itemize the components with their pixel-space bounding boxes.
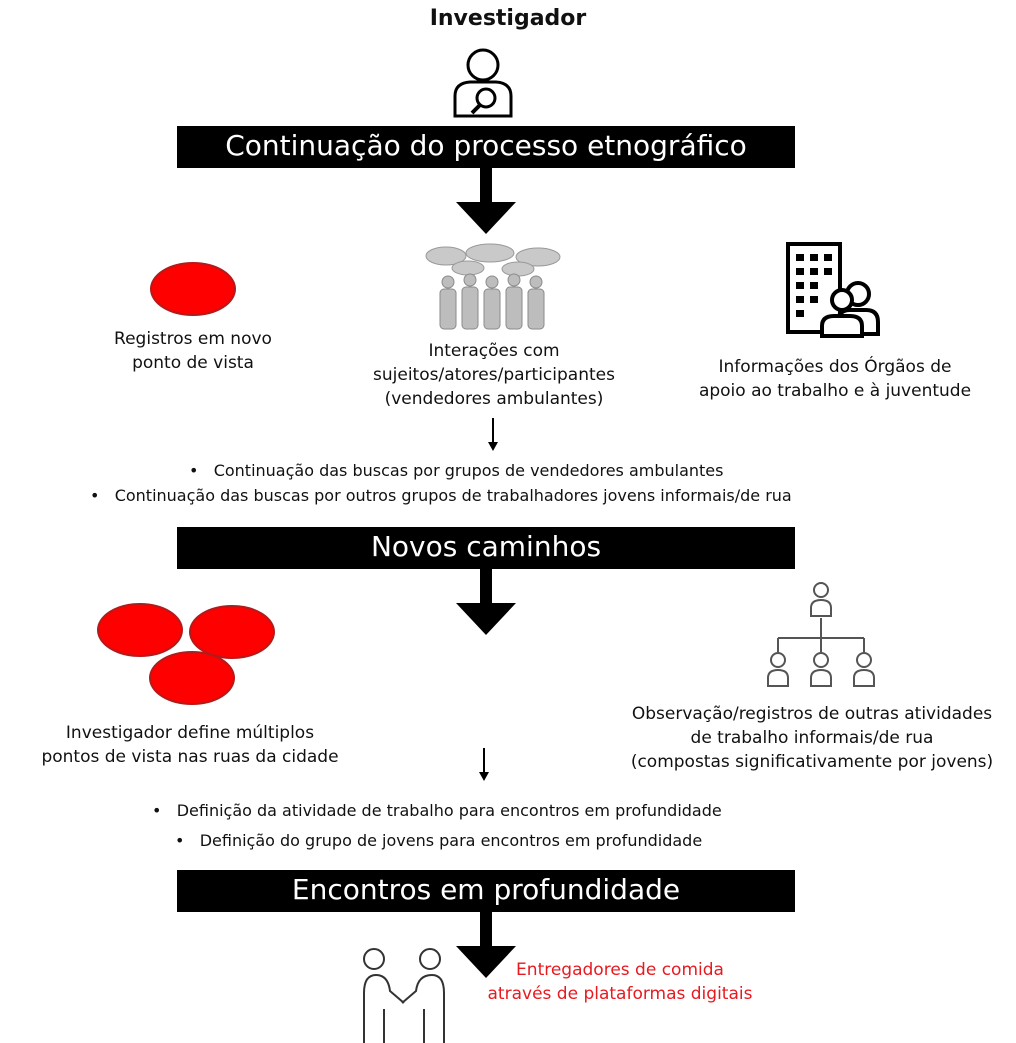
caption-line: sujeitos/atores/participantes — [373, 365, 615, 385]
bullet-item: • Definição da atividade de trabalho par… — [152, 801, 722, 820]
bullet-item: • Continuação das buscas por outros grup… — [90, 486, 792, 505]
bullet-item: • Definição do grupo de jovens para enco… — [175, 831, 703, 850]
bullet-text: Definição do grupo de jovens para encont… — [199, 831, 703, 850]
down-arrow-icon — [456, 912, 516, 978]
viewpoint-ellipse — [150, 262, 236, 316]
hierarchy-icon — [767, 582, 875, 687]
bullet-text: Definição da atividade de trabalho para … — [176, 801, 722, 820]
caption-line: através de plataformas digitais — [487, 984, 753, 1004]
caption-line: Informações dos Órgãos de — [718, 357, 952, 377]
left-caption-stage1: Registros em novo ponto de vista — [60, 327, 326, 375]
down-arrow-icon — [456, 168, 516, 234]
caption-line: apoio ao trabalho e à juventude — [698, 381, 972, 401]
bullet-item: • Continuação das buscas por grupos de v… — [189, 461, 724, 480]
stage-bar-new-paths: Novos caminhos — [177, 527, 795, 569]
caption-line: de trabalho informais/de rua — [690, 728, 934, 748]
caption-line: pontos de vista nas ruas da cidade — [41, 747, 339, 767]
handshake-icon — [363, 948, 445, 1043]
right-caption-stage2: Observação/registros de outras atividade… — [608, 702, 1016, 774]
multiple-viewpoints-ellipses — [97, 603, 275, 705]
caption-line: Entregadores de comida — [516, 960, 724, 980]
caption-line: Investigador define múltiplos — [65, 723, 315, 743]
center-caption-stage1: Interações com sujeitos/atores/participa… — [336, 339, 652, 411]
result-caption: Entregadores de comida através de plataf… — [470, 958, 770, 1006]
caption-line: Registros em novo — [114, 329, 272, 349]
bullet-text: Continuação das buscas por outros grupos… — [114, 486, 792, 505]
caption-line: (vendedores ambulantes) — [384, 389, 604, 409]
investigator-icon — [453, 48, 513, 118]
stage-bar-in-depth-meetings: Encontros em profundidade — [177, 870, 795, 912]
bullet-text: Continuação das buscas por grupos de ven… — [213, 461, 724, 480]
caption-line: (compostas significativamente por jovens… — [630, 752, 994, 772]
down-arrow-icon — [456, 569, 516, 635]
small-down-arrow-icon — [488, 418, 498, 451]
stage-bar-continuation: Continuação do processo etnográfico — [177, 126, 795, 168]
group-conversation-icon — [425, 243, 561, 330]
caption-line: Interações com — [428, 341, 560, 361]
building-people-icon — [786, 242, 880, 338]
caption-line: Observação/registros de outras atividade… — [631, 704, 993, 724]
left-caption-stage2: Investigador define múltiplos pontos de … — [20, 721, 360, 769]
right-caption-stage1: Informações dos Órgãos de apoio ao traba… — [680, 355, 990, 403]
caption-line: ponto de vista — [132, 353, 254, 373]
investigator-label: Investigador — [429, 6, 587, 31]
small-down-arrow-icon — [479, 748, 489, 781]
